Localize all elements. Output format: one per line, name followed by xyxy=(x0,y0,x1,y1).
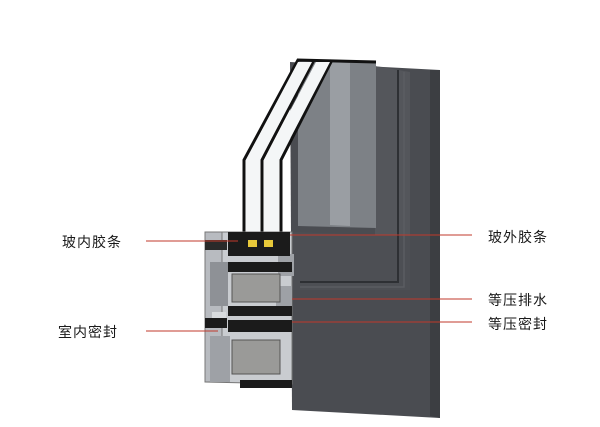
triple-glazing xyxy=(242,58,377,232)
leader-lines xyxy=(146,234,472,332)
seal-strips xyxy=(205,262,292,388)
glass-pane xyxy=(298,60,376,228)
label-pressure-seal: 等压密封 xyxy=(488,317,548,333)
label-inner-glazing-strip: 玻内胶条 xyxy=(62,235,122,251)
label-outer-glazing-strip: 玻外胶条 xyxy=(488,230,548,246)
label-inner-seal: 室内密封 xyxy=(58,325,118,341)
inner-glazing-gasket xyxy=(205,232,290,256)
foam-insulation xyxy=(231,273,281,375)
label-pressure-drainage: 等压排水 xyxy=(488,293,548,309)
glazing-gaps xyxy=(246,62,330,232)
